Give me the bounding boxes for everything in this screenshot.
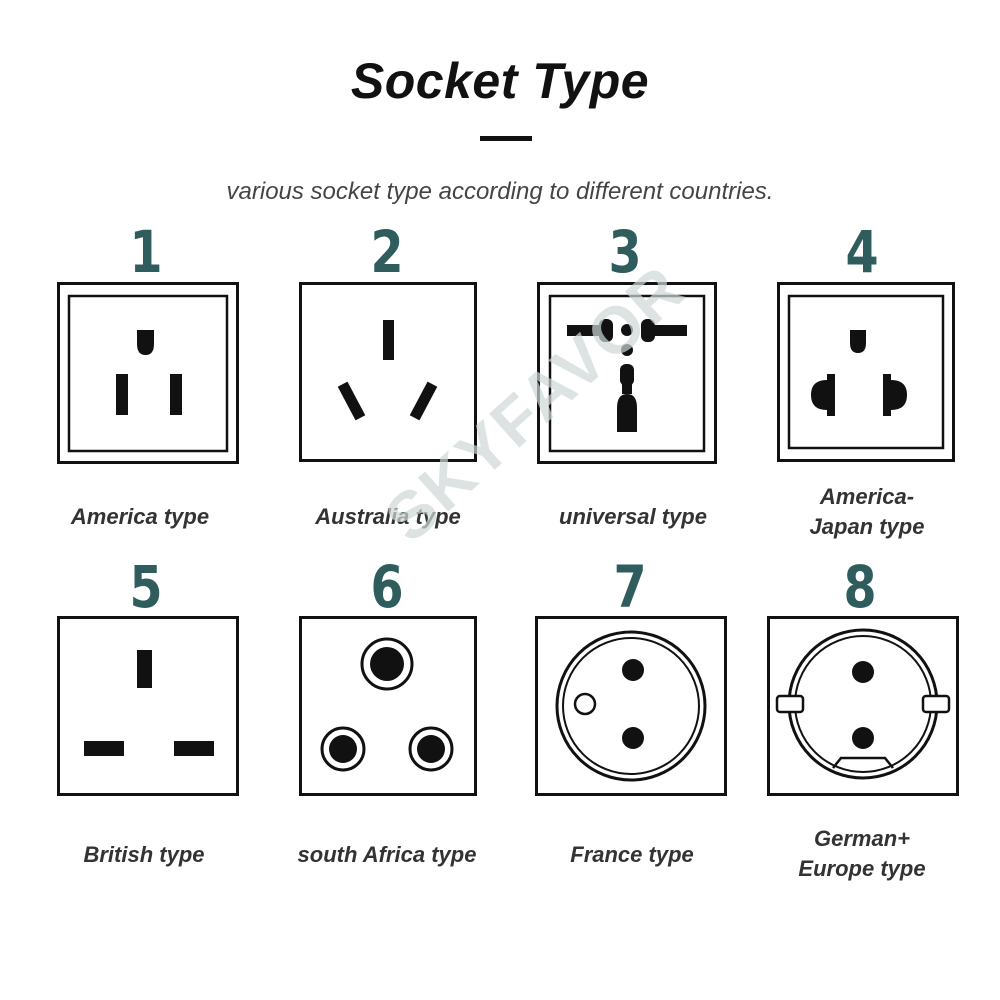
- socket-australia-icon: [299, 282, 477, 462]
- socket-france-icon: [535, 616, 727, 796]
- socket-label-4: America- Japan type: [809, 484, 925, 539]
- socket-label-5: British type: [83, 842, 205, 867]
- page-title: Socket Type: [350, 53, 650, 109]
- socket-number-4: 4: [845, 218, 879, 286]
- socket-universal-icon: [537, 282, 717, 464]
- socket-number-7: 7: [613, 553, 647, 621]
- socket-label-2: Australia type: [315, 504, 461, 529]
- socket-label-7: France type: [570, 842, 694, 867]
- socket-south-africa-icon: [299, 616, 477, 796]
- title-underline: [480, 136, 532, 141]
- socket-number-6: 6: [370, 553, 404, 621]
- socket-america-icon: [57, 282, 239, 464]
- socket-america-japan-icon: [777, 282, 955, 462]
- socket-number-3: 3: [608, 218, 642, 286]
- socket-german-europe-icon: [767, 616, 959, 796]
- socket-label-1: America type: [70, 504, 210, 529]
- socket-label-6: south Africa type: [297, 842, 477, 867]
- socket-number-2: 2: [370, 218, 404, 286]
- page-subtitle: various socket type according to differe…: [226, 178, 774, 205]
- socket-number-5: 5: [129, 553, 163, 621]
- socket-number-1: 1: [129, 218, 163, 286]
- socket-label-3: universal type: [559, 504, 707, 529]
- socket-label-8: German+ Europe type: [798, 826, 926, 881]
- socket-british-icon: [57, 616, 239, 796]
- socket-number-8: 8: [843, 553, 877, 621]
